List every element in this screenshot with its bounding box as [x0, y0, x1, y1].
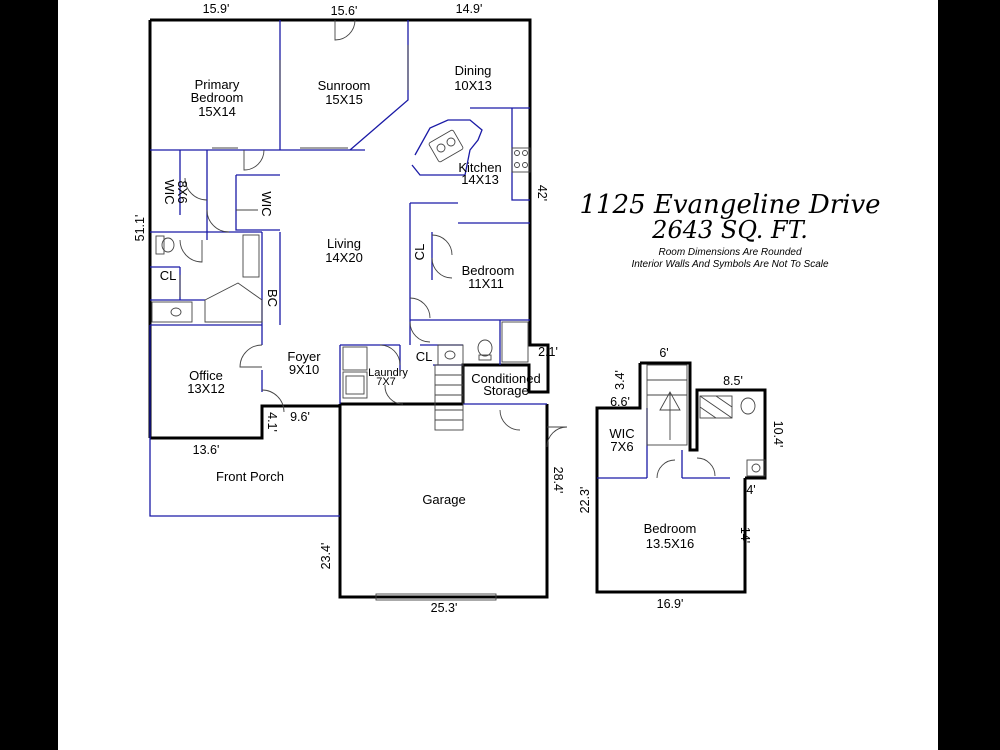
- dim-upper-bottom: 16.9': [657, 597, 684, 611]
- closet-bedroom-label: CL: [412, 244, 427, 261]
- closet-left-label: CL: [160, 268, 177, 283]
- dim-porch-width: 13.6': [193, 443, 220, 457]
- primary-bedroom-size: 15X14: [198, 104, 236, 119]
- fixtures: [151, 19, 568, 601]
- upper-floor-walls: [595, 361, 767, 594]
- office-size: 13X12: [187, 381, 225, 396]
- wic-primary-size: 8X6: [175, 180, 190, 203]
- wic-upper-size: 7X6: [610, 439, 633, 454]
- bedroom-upper-label: Bedroom: [644, 521, 697, 536]
- conditioned-storage-label-2: Storage: [483, 383, 529, 398]
- bedroom-label: Bedroom: [462, 263, 515, 278]
- front-porch-label: Front Porch: [216, 469, 284, 484]
- bedroom-size: 11X11: [468, 276, 504, 291]
- garage-label: Garage: [422, 492, 465, 507]
- sunroom-size: 15X15: [325, 92, 363, 107]
- square-feet: 2643 SQ. FT.: [652, 216, 808, 244]
- note-dimensions: Room Dimensions Are Rounded: [658, 247, 802, 258]
- closet-hall-label: CL: [416, 349, 433, 364]
- conditioned-storage-label: Conditioned: [471, 371, 540, 386]
- dim-top-left: 15.9': [203, 2, 230, 16]
- dim-upper-right: 14': [738, 527, 752, 543]
- dim-upper-jog: 4': [746, 483, 755, 497]
- dim-upper-bath-width: 8.5': [723, 374, 743, 388]
- living-size: 14X20: [325, 250, 363, 265]
- dim-foyer-width: 9.6': [290, 410, 310, 424]
- dim-garage-right: 28.4': [551, 467, 565, 494]
- dim-garage-bottom: 25.3': [431, 601, 458, 615]
- dining-label: Dining: [455, 63, 492, 78]
- sunroom-label: Sunroom: [318, 78, 371, 93]
- dim-right-side: 42': [535, 185, 549, 201]
- note-scale: Interior Walls And Symbols Are Not To Sc…: [631, 259, 829, 270]
- room-labels: Primary Bedroom 15X14 Sunroom 15X15 Dini…: [160, 63, 697, 551]
- bedroom-upper-size: 13.5X16: [646, 536, 694, 551]
- kitchen-size: 14X13: [461, 172, 499, 187]
- dim-upper-bath-height: 10.4': [771, 421, 785, 448]
- address-title: 1125 Evangeline Drive: [579, 190, 881, 220]
- dim-top-mid: 15.6': [331, 4, 358, 18]
- laundry-size: 7X7: [376, 376, 396, 388]
- dimension-labels: 15.9' 15.6' 14.9' 51.1' 42' 2.1' 13.6' 4…: [133, 2, 785, 615]
- dim-upper-top: 6': [659, 346, 668, 360]
- dim-small-jog: 2.1': [538, 345, 558, 359]
- bc-label: BC: [265, 289, 280, 307]
- primary-bedroom-label: Primary: [195, 77, 240, 92]
- wic-primary-label: WIC: [162, 179, 177, 204]
- wic-upper-label: WIC: [609, 426, 634, 441]
- living-label: Living: [327, 236, 361, 251]
- foyer-size: 9X10: [289, 362, 319, 377]
- kitchen-label: Kitchen: [458, 160, 501, 175]
- dim-foyer-jog: 4.1': [265, 412, 279, 432]
- dim-top-right: 14.9': [456, 2, 483, 16]
- office-label: Office: [189, 368, 223, 383]
- dim-upper-stair: 3.4': [613, 370, 627, 390]
- dining-size: 10X13: [454, 78, 492, 93]
- laundry-label: Laundry: [368, 367, 408, 379]
- foyer-label: Foyer: [287, 349, 321, 364]
- dim-upper-left: 22.3': [578, 487, 592, 514]
- wic-small-label: WIC: [259, 191, 274, 216]
- dim-garage-left: 23.4': [319, 543, 333, 570]
- main-floor-walls: [148, 18, 550, 599]
- dim-upper-left-jog: 6.6': [610, 395, 630, 409]
- dim-left-side: 51.1': [133, 215, 147, 242]
- primary-bedroom-label-2: Bedroom: [191, 90, 244, 105]
- floorplan-sheet: [58, 0, 938, 750]
